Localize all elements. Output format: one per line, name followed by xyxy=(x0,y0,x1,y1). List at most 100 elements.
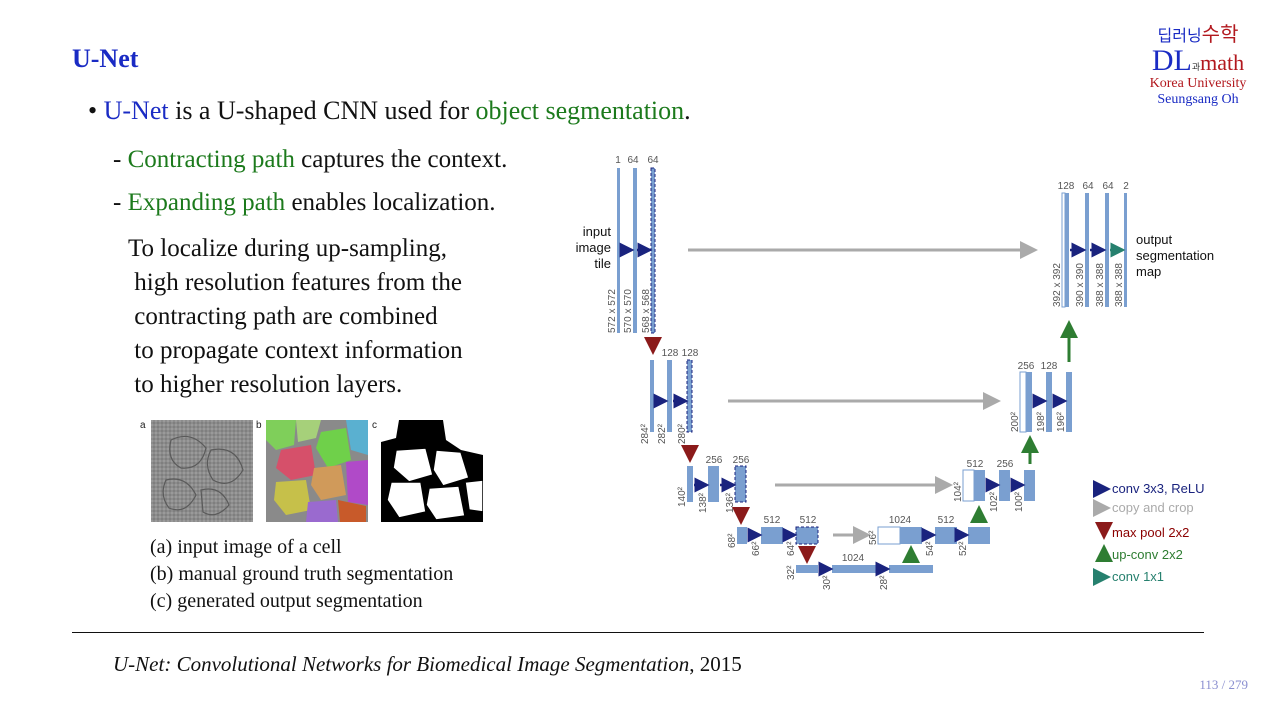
ch-l2-2: 128 xyxy=(682,348,699,359)
block-l1-2 xyxy=(633,168,637,333)
block-l4-1 xyxy=(737,527,747,544)
footer-rule xyxy=(72,632,1204,633)
block-l4-2 xyxy=(761,527,783,544)
ch-l1-2: 64 xyxy=(627,155,639,166)
ch-u4-2: 512 xyxy=(938,515,955,526)
citation: U-Net: Convolutional Networks for Biomed… xyxy=(113,652,742,677)
output-label-2: map xyxy=(1136,264,1161,279)
ch-u3-2: 256 xyxy=(997,459,1014,470)
ch-u4-1: 1024 xyxy=(889,515,912,526)
dim-u3-3: 100² xyxy=(1014,491,1025,512)
logo-dl: DL xyxy=(1151,44,1192,77)
dim-l1-2: 570 x 570 xyxy=(623,289,634,333)
slide-title: U-Net xyxy=(72,44,139,73)
logo-university: Korea University xyxy=(1149,76,1247,91)
sub1-highlight: Contracting path xyxy=(127,146,295,173)
dim-u2-2: 198² xyxy=(1036,411,1047,432)
block-l3-1 xyxy=(687,466,693,502)
block-b-1 xyxy=(796,565,818,573)
bullet-line: • U-Net is a U-shaped CNN used for objec… xyxy=(88,96,691,126)
block-u2-2 xyxy=(1046,372,1052,432)
ch-l1-1: 1 xyxy=(615,155,621,166)
cell-ground-truth-image xyxy=(266,420,368,522)
bullet-highlight: object segmentation xyxy=(475,96,685,125)
block-b-3 xyxy=(889,565,933,573)
dim-l4-3: 64² xyxy=(786,541,797,556)
input-label-0: input xyxy=(583,224,612,239)
logo-korean-and: 과 xyxy=(1191,62,1201,72)
sub2-highlight: Expanding path xyxy=(127,189,286,216)
dim-u2-3: 196² xyxy=(1056,411,1067,432)
dim-l3-2: 138² xyxy=(698,492,709,513)
block-l2-3 xyxy=(686,359,693,433)
ch-u1-3: 64 xyxy=(1102,181,1114,192)
ch-b-1: 1024 xyxy=(842,553,865,564)
legend-label-0: conv 3x3, ReLU xyxy=(1112,481,1205,496)
block-u1-1 xyxy=(1065,193,1069,307)
ch-u2-2: 128 xyxy=(1041,361,1058,372)
ch-l3-1: 256 xyxy=(706,455,723,466)
ch-u3-1: 512 xyxy=(967,459,984,470)
dim-l1-1: 572 x 572 xyxy=(607,289,618,333)
dim-u1-4: 388 x 388 xyxy=(1114,263,1125,307)
legend-label-4: conv 1x1 xyxy=(1112,569,1164,584)
block-u4-1 xyxy=(900,527,922,544)
bullet-end: . xyxy=(684,96,691,125)
dim-u3-1: 104² xyxy=(953,481,964,502)
ch-l4-1: 512 xyxy=(764,515,781,526)
dim-l2-3: 280² xyxy=(677,423,688,444)
legend-label-1: copy and crop xyxy=(1112,500,1194,515)
dim-u4-1: 56² xyxy=(868,530,879,545)
ch-l4-2: 512 xyxy=(800,515,817,526)
sub2-rest: enables localization. xyxy=(285,189,496,216)
logo-math: math xyxy=(1200,50,1245,75)
dim-u4-2: 54² xyxy=(925,541,936,556)
block-u1-4 xyxy=(1124,193,1127,307)
block-u3-1 xyxy=(974,470,985,501)
dim-l2-2: 282² xyxy=(657,423,668,444)
legend-label-3: up-conv 2x2 xyxy=(1112,547,1183,562)
block-u4-white xyxy=(877,526,901,545)
block-u2-1 xyxy=(1026,372,1032,432)
dim-u3-2: 102² xyxy=(989,491,1000,512)
panel-label-a: a xyxy=(140,420,146,431)
dim-u1-1: 392 x 392 xyxy=(1052,263,1063,307)
sub-line-expanding: - Expanding path enables localization. xyxy=(113,189,496,217)
logo-korean-top: 딥러닝 xyxy=(1157,26,1202,45)
bullet-dot: • xyxy=(88,96,104,125)
sub1-dash: - xyxy=(113,146,128,173)
block-u4-2 xyxy=(935,527,957,544)
dim-l3-3: 136² xyxy=(725,492,736,513)
dim-b-1: 32² xyxy=(786,565,797,580)
caption-b: (b) manual ground truth segmentation xyxy=(150,563,454,585)
block-l1-1 xyxy=(617,168,620,333)
dim-u1-2: 390 x 390 xyxy=(1075,263,1086,307)
ch-l1-3: 64 xyxy=(647,155,659,166)
block-u2-3 xyxy=(1066,372,1072,432)
ch-u1-4: 2 xyxy=(1123,181,1129,192)
logo-author: Seungsang Oh xyxy=(1157,92,1239,107)
bullet-unet: U-Net xyxy=(103,96,169,125)
dim-b-2: 30² xyxy=(822,575,833,590)
sub2-dash: - xyxy=(113,189,128,216)
output-label-0: output xyxy=(1136,232,1173,247)
block-u3-2 xyxy=(999,470,1010,501)
ch-u1-1: 128 xyxy=(1058,181,1075,192)
cell-input-image xyxy=(151,420,253,522)
legend-label-2: max pool 2x2 xyxy=(1112,525,1189,540)
sub1-rest: captures the context. xyxy=(294,146,508,173)
citation-year: , 2015 xyxy=(689,652,742,676)
block-l2-1 xyxy=(650,360,654,432)
input-label-1: image xyxy=(576,240,611,255)
panel-label-b: b xyxy=(256,420,262,431)
ch-l2-1: 128 xyxy=(662,348,679,359)
block-l2-2 xyxy=(667,360,672,432)
sub-line-contracting: - Contracting path captures the context. xyxy=(113,146,507,174)
block-l4-3 xyxy=(795,526,819,545)
citation-title: U-Net: Convolutional Networks for Biomed… xyxy=(113,652,690,676)
page-number: 113 / 279 xyxy=(1199,677,1248,692)
block-u1-3 xyxy=(1105,193,1109,307)
block-u3-white xyxy=(962,469,975,502)
ch-l3-2: 256 xyxy=(733,455,750,466)
